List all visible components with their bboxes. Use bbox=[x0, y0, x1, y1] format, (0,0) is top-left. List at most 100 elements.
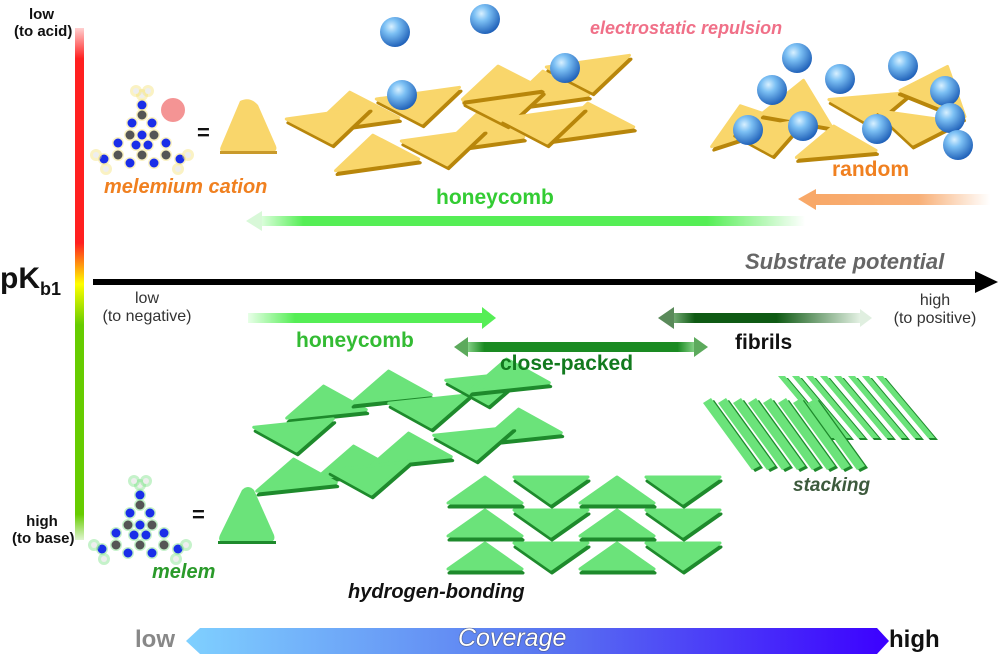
melem-label: melem bbox=[152, 561, 216, 583]
stack-plate bbox=[763, 398, 820, 470]
green-tile bbox=[285, 384, 370, 424]
atom bbox=[123, 520, 133, 530]
yellow-tile bbox=[399, 127, 488, 171]
electrostatic-repulsion-label: electrostatic repulsion bbox=[590, 18, 783, 38]
atom bbox=[129, 530, 139, 540]
sphere bbox=[387, 80, 417, 110]
atom bbox=[137, 100, 147, 110]
sphere bbox=[782, 43, 812, 73]
atom bbox=[135, 500, 145, 510]
hydrogen-bonding-label: hydrogen-bonding bbox=[348, 581, 525, 603]
atom bbox=[183, 542, 189, 548]
stack-plate bbox=[748, 398, 805, 470]
upper-honeycomb-label: honeycomb bbox=[436, 186, 554, 209]
atom bbox=[185, 152, 191, 158]
atom bbox=[143, 478, 149, 484]
atom bbox=[135, 520, 145, 530]
yellow-tile bbox=[460, 64, 545, 105]
melemium-cation-molecule bbox=[161, 98, 185, 122]
atom bbox=[125, 130, 135, 140]
stack-plate bbox=[820, 376, 879, 438]
potential-high-line2: (to positive) bbox=[893, 310, 977, 327]
honeycomb-green-tiles bbox=[252, 357, 565, 500]
atom bbox=[173, 556, 179, 562]
green-tile bbox=[644, 541, 723, 575]
close-packed-green-tiles bbox=[446, 475, 723, 575]
yellow-tile bbox=[794, 124, 879, 163]
upper-honeycomb-arrow bbox=[246, 211, 805, 231]
green-tile bbox=[512, 508, 591, 542]
green-tile bbox=[446, 541, 525, 575]
atom bbox=[137, 110, 147, 120]
melemium-cation-label: melemium cation bbox=[104, 176, 268, 198]
close-packed-arrow bbox=[454, 337, 708, 357]
atom bbox=[139, 92, 145, 98]
green-tile bbox=[446, 475, 525, 509]
potential-high-line1: high bbox=[919, 292, 951, 309]
coverage-arrow bbox=[186, 628, 889, 654]
coverage-high-label: high bbox=[889, 626, 940, 653]
atom bbox=[113, 138, 123, 148]
atom bbox=[175, 166, 181, 172]
atom bbox=[99, 154, 109, 164]
atom bbox=[133, 88, 139, 94]
yellow-tile bbox=[548, 101, 637, 145]
sphere bbox=[550, 53, 580, 83]
pkb-low-label: low (to acid) bbox=[14, 6, 72, 40]
green-tile bbox=[327, 460, 412, 500]
atom bbox=[145, 88, 151, 94]
substrate-potential-axis bbox=[93, 271, 998, 293]
green-tile bbox=[644, 508, 723, 542]
stacking-green-tiles bbox=[703, 376, 938, 472]
coverage-low-label: low bbox=[135, 626, 175, 653]
green-tile bbox=[578, 541, 657, 575]
sphere bbox=[733, 115, 763, 145]
green-tile bbox=[512, 541, 591, 575]
sphere bbox=[930, 76, 960, 106]
sphere bbox=[757, 75, 787, 105]
atom bbox=[125, 508, 135, 518]
atom bbox=[103, 166, 109, 172]
potential-low-label: low (to negative) bbox=[86, 290, 208, 326]
atom bbox=[93, 152, 99, 158]
substrate-potential-title: Substrate potential bbox=[745, 249, 945, 274]
green-tile bbox=[468, 357, 553, 397]
green-tile bbox=[512, 475, 591, 509]
atom bbox=[135, 540, 145, 550]
atom bbox=[147, 548, 157, 558]
pkb-low-line1: low bbox=[29, 6, 54, 23]
fibrils-arrow bbox=[658, 307, 872, 329]
green-tile bbox=[578, 475, 657, 509]
cation-equals: = bbox=[197, 120, 210, 145]
sphere bbox=[470, 4, 500, 34]
yellow-tile bbox=[284, 105, 373, 149]
atom bbox=[173, 544, 183, 554]
random-label: random bbox=[832, 158, 910, 181]
stack-plate bbox=[808, 398, 865, 470]
atom bbox=[127, 118, 137, 128]
atom bbox=[175, 154, 185, 164]
atom bbox=[161, 138, 171, 148]
random-arrow bbox=[798, 189, 990, 210]
green-triangle-symbol bbox=[218, 487, 276, 544]
yellow-tile bbox=[499, 105, 588, 149]
lower-honeycomb-arrow bbox=[248, 307, 496, 329]
atom bbox=[131, 478, 137, 484]
pkb-high-label: high (to base) bbox=[12, 513, 75, 547]
pkb-axis-bar bbox=[75, 28, 84, 540]
sphere bbox=[935, 103, 965, 133]
melem-equals: = bbox=[192, 502, 205, 527]
atom bbox=[141, 530, 151, 540]
stack-plate bbox=[848, 376, 907, 438]
green-tile bbox=[255, 457, 340, 497]
atom bbox=[161, 150, 171, 160]
pkb-high-line2: (to base) bbox=[12, 530, 75, 547]
green-tile bbox=[446, 508, 525, 542]
honeycomb-yellow-tiles bbox=[284, 53, 637, 177]
atom bbox=[159, 528, 169, 538]
stack-plate bbox=[862, 376, 921, 438]
sphere bbox=[825, 64, 855, 94]
green-tile bbox=[644, 475, 723, 509]
coverage-title: Coverage bbox=[458, 624, 567, 652]
pkb-axis-title-sub: b1 bbox=[40, 279, 62, 299]
